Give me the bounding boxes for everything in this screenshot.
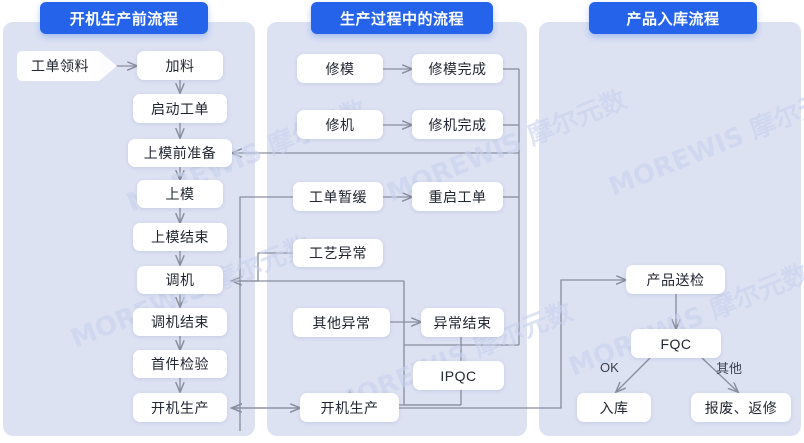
node-xiumo[interactable]: 修模: [297, 54, 383, 83]
panel-title-pre-production: 开机生产前流程: [40, 2, 208, 34]
node-kaijishengchan-left[interactable]: 开机生产: [133, 393, 227, 422]
node-ruku[interactable]: 入库: [577, 393, 651, 422]
node-ipqc[interactable]: IPQC: [413, 361, 504, 390]
edge-label-qita: 其他: [716, 361, 743, 376]
node-yichangjieshu[interactable]: 异常结束: [421, 308, 504, 337]
edge-label-ok: OK: [600, 360, 619, 375]
node-xiujiwancheng[interactable]: 修机完成: [412, 110, 503, 139]
node-gongyiyichang[interactable]: 工艺异常: [293, 239, 383, 267]
node-gongdanlingliao[interactable]: 工单领料: [17, 51, 117, 81]
node-baofeifanxiu[interactable]: 报废、返修: [691, 393, 791, 422]
node-kaijishengchan-mid[interactable]: 开机生产: [300, 393, 399, 422]
panel-warehousing: [539, 22, 801, 436]
node-tiaoji[interactable]: 调机: [137, 266, 223, 294]
node-xiuji[interactable]: 修机: [297, 110, 383, 139]
node-shangmo[interactable]: 上模: [137, 180, 223, 208]
node-chongqigongdan[interactable]: 重启工单: [412, 182, 503, 211]
panel-title-warehousing: 产品入库流程: [589, 2, 757, 34]
node-fqc[interactable]: FQC: [631, 329, 721, 358]
panel-title-in-production: 生产过程中的流程: [311, 2, 493, 34]
node-tiaojijieshu[interactable]: 调机结束: [133, 308, 227, 336]
node-shangmojieshu[interactable]: 上模结束: [133, 223, 227, 251]
node-jialiao[interactable]: 加料: [137, 51, 223, 80]
node-gongdanzanhuan[interactable]: 工单暂缓: [293, 182, 383, 211]
node-shoujianjianyan[interactable]: 首件检验: [133, 350, 227, 378]
node-qitayichang[interactable]: 其他异常: [293, 308, 390, 337]
node-qidonggongdan[interactable]: 启动工单: [133, 94, 227, 123]
node-shangmoqianzhunbei[interactable]: 上模前准备: [128, 139, 232, 167]
node-chanpinsongjian[interactable]: 产品送检: [626, 265, 725, 294]
node-xiumowancheng[interactable]: 修模完成: [412, 54, 503, 83]
